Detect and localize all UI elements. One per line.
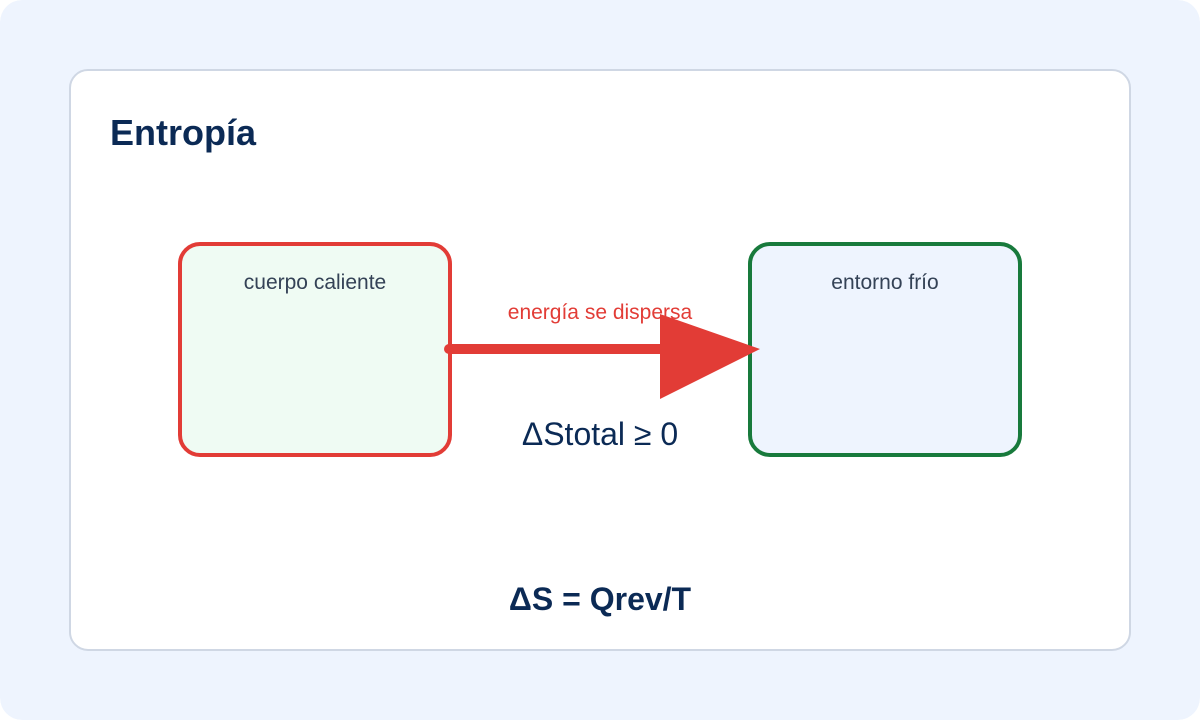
diagram-card [69,69,1131,651]
cold-surroundings-label: entorno frío [831,271,938,294]
entropy-formula: ΔS = Qrev/T [509,581,692,617]
energy-flow-arrow [444,314,760,399]
diagram-title: Entropía [110,112,257,153]
arrow-head [660,314,760,399]
energy-flow-label: energía se dispersa [508,301,693,324]
cold-surroundings-node: entorno frío [748,242,1022,457]
hot-body-label: cuerpo caliente [244,271,386,294]
total-entropy-inequality: ΔStotal ≥ 0 [522,416,678,452]
hot-body-node: cuerpo caliente [178,242,452,457]
